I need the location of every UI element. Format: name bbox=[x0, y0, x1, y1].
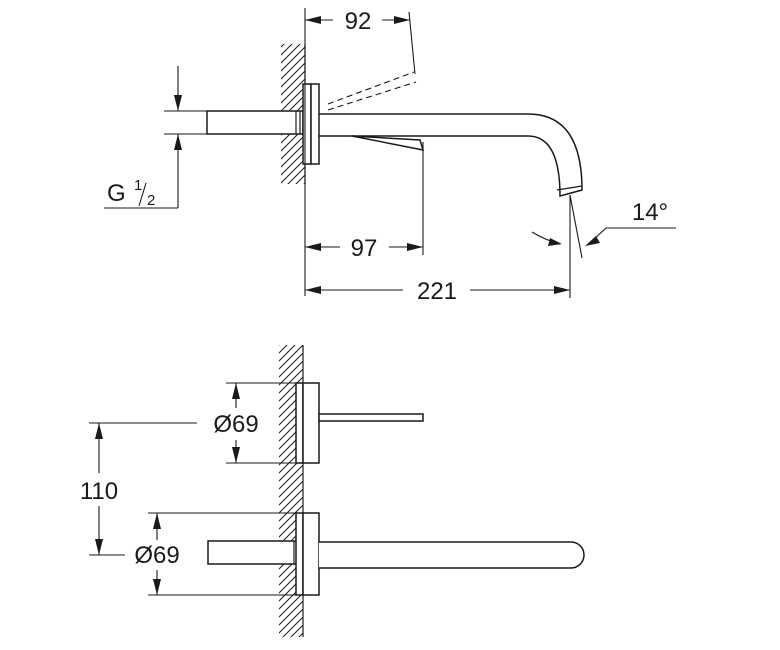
dim-221: 221 bbox=[305, 278, 570, 305]
angle-label: 14° bbox=[632, 199, 668, 226]
spout-tip bbox=[556, 185, 583, 191]
dim-97-label: 97 bbox=[351, 235, 378, 262]
diameter-bottom-label: Ø69 bbox=[134, 542, 179, 569]
spout-unit bbox=[207, 512, 585, 596]
dim-92-label: 92 bbox=[345, 8, 372, 35]
thread-label-den: 2 bbox=[147, 192, 155, 209]
side-view: 92 97 221 14° bbox=[104, 8, 676, 305]
thread-fraction-slash bbox=[138, 182, 147, 207]
lever-dashed-position bbox=[327, 71, 417, 111]
spacing-label: 110 bbox=[80, 478, 118, 505]
dim-92: 92 bbox=[305, 8, 410, 35]
dim-diameter-top: Ø69 bbox=[213, 382, 296, 464]
front-view: Ø69 Ø69 110 bbox=[80, 345, 585, 637]
rosette-plate bbox=[302, 83, 320, 165]
thread-label-g: G bbox=[107, 180, 126, 207]
dim-97: 97 bbox=[305, 235, 423, 262]
dim-diameter-bottom: Ø69 bbox=[134, 512, 296, 596]
dim-thread: G 1 2 bbox=[104, 66, 207, 209]
lever-unit bbox=[295, 382, 424, 464]
spout-connector bbox=[207, 540, 304, 565]
thread-connector bbox=[206, 110, 304, 135]
lever-handle bbox=[351, 135, 425, 151]
angle-line bbox=[569, 194, 583, 259]
dim-110: 110 bbox=[80, 422, 197, 556]
spout-front bbox=[319, 541, 585, 569]
dim-angle: 14° bbox=[531, 199, 676, 246]
lever-front bbox=[318, 413, 424, 422]
thread-label-num: 1 bbox=[134, 177, 142, 194]
spout bbox=[319, 113, 583, 197]
dim-221-label: 221 bbox=[417, 278, 457, 305]
diameter-top-label: Ø69 bbox=[213, 411, 258, 438]
extension-line-lever-tip bbox=[408, 11, 416, 75]
